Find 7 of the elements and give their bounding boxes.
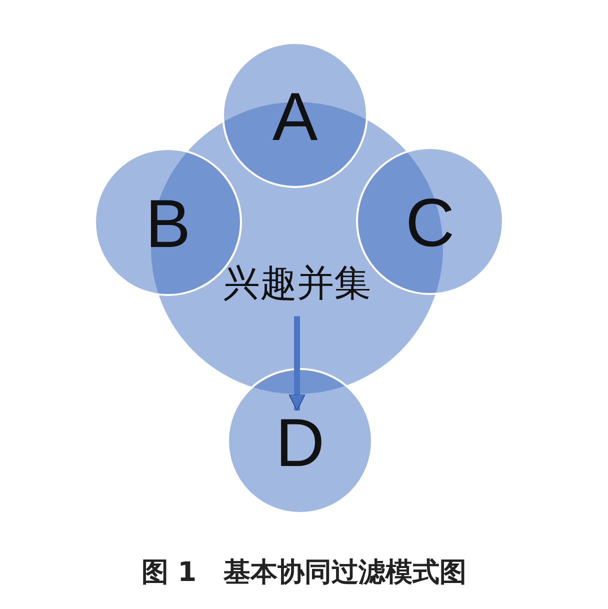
arrow xyxy=(288,316,306,411)
set-letter: D xyxy=(275,409,325,477)
figure-caption: 图 1 基本协同过滤模式图 xyxy=(141,558,467,588)
set-letter: B xyxy=(145,190,191,258)
set-letter: C xyxy=(405,189,455,257)
union-label: 兴趣并集 xyxy=(223,264,371,302)
set-letter: A xyxy=(272,83,318,151)
